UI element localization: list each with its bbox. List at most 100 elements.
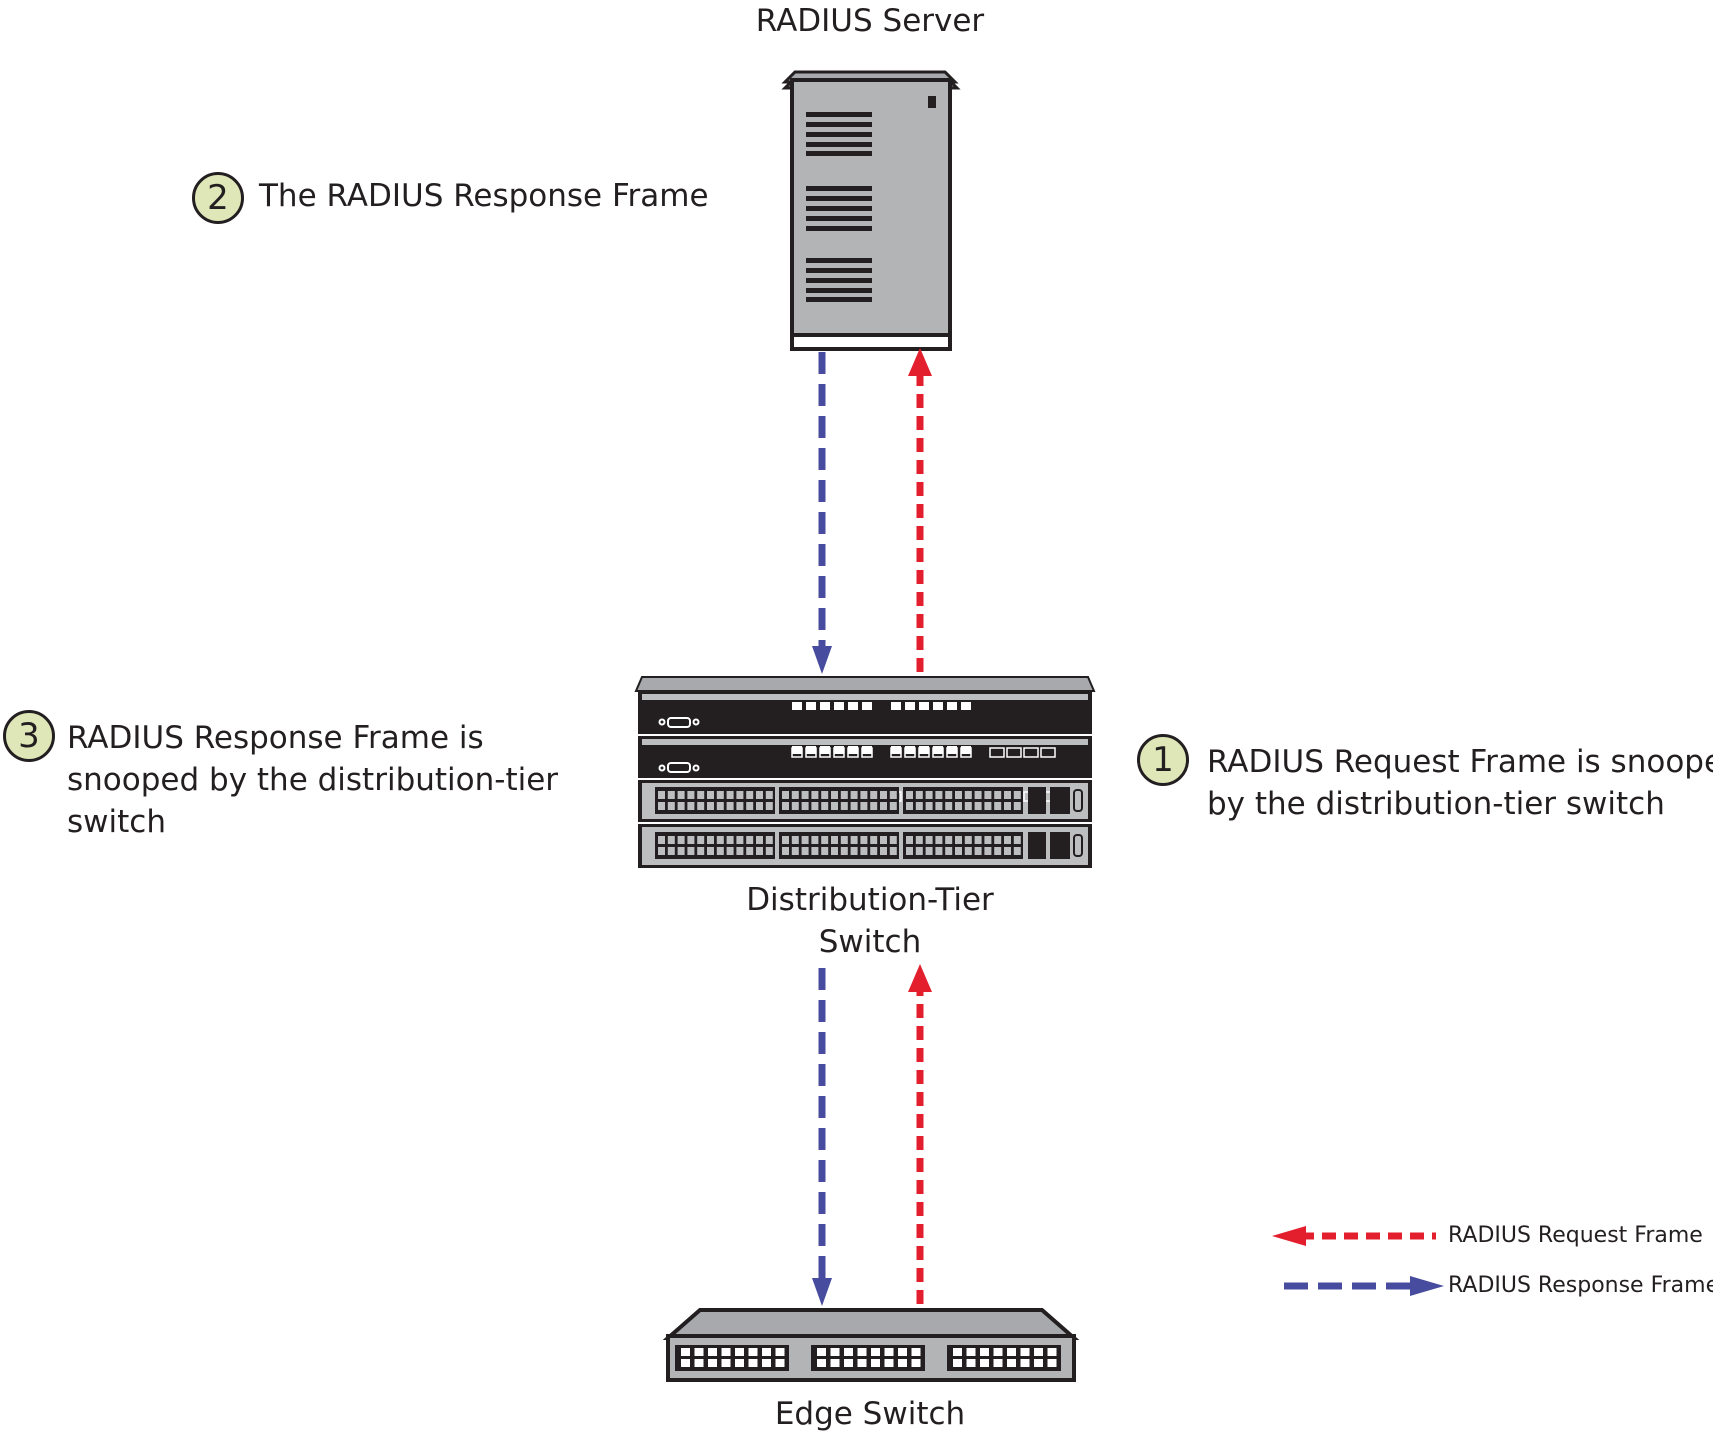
port [806,702,816,710]
port [801,836,809,844]
step-3-text: RADIUS Response Frame is snooped by the … [67,717,558,843]
port [880,791,887,799]
port [955,836,962,844]
port [935,802,943,810]
port [658,836,665,844]
port [791,791,799,799]
port [820,702,830,710]
port [1034,1348,1043,1356]
distribution-switch-label-line1: Distribution-Tier [746,882,994,918]
port [905,702,915,710]
port [1004,802,1011,810]
port [964,791,972,799]
port [955,802,962,810]
radius-server-icon [781,70,961,351]
port [735,1348,744,1356]
port [677,802,685,810]
console-port [1073,789,1083,812]
port [811,847,819,855]
port [891,746,901,754]
port [687,802,695,810]
port [947,746,957,754]
port [850,802,858,810]
port [726,847,734,855]
port [687,847,695,855]
port [935,847,943,855]
port [844,1359,853,1367]
port [736,836,744,844]
port [726,836,734,844]
port [667,847,675,855]
port [889,847,897,855]
port [830,1348,840,1356]
port [667,802,675,810]
port [721,1359,731,1367]
port [848,746,858,754]
port [667,836,675,844]
port [984,791,992,799]
step-3-line-3: switch [67,804,166,840]
port [792,702,802,710]
port [974,847,982,855]
port [919,746,929,754]
port [945,791,953,799]
port [898,1348,907,1356]
radius-server-label: RADIUS Server [755,3,985,39]
port-block [779,787,899,814]
port [905,746,915,754]
port [765,847,773,855]
port [906,836,913,844]
port [736,847,744,855]
port [716,791,724,799]
port-block [779,832,899,859]
port [792,746,802,754]
port [1004,836,1011,844]
port [775,1348,785,1356]
port [860,791,868,799]
port [721,1348,731,1356]
port [919,702,929,710]
port [1047,1359,1057,1367]
port [1013,791,1021,799]
port [884,1359,894,1367]
port [756,847,763,855]
port [880,847,887,855]
port [782,847,789,855]
port-block [655,832,775,859]
port [906,802,913,810]
port [935,791,943,799]
port [677,791,685,799]
uplink-block [1050,787,1070,814]
legend-request-label: RADIUS Request Frame [1448,1223,1703,1248]
port [857,1348,867,1356]
port [687,836,695,844]
port [1007,1348,1016,1356]
port [994,847,1002,855]
step-2-line-1: The RADIUS Response Frame [259,178,709,214]
port [994,802,1002,810]
port [993,1359,1003,1367]
port [708,1348,717,1356]
port [964,847,972,855]
port [806,746,816,754]
port [947,702,957,710]
port [736,802,744,810]
port [697,802,705,810]
port [801,847,809,855]
request-arrow-edge-to-distribution [908,964,932,1304]
legend-response-line [1284,1276,1444,1296]
port [880,836,887,844]
port [1047,1348,1057,1356]
port [1020,1348,1030,1356]
port [681,1359,690,1367]
port [831,791,838,799]
sfp-port [989,747,1005,758]
port [915,791,923,799]
port [848,702,858,710]
port [831,802,838,810]
port [762,1348,771,1356]
port [817,1348,826,1356]
port [964,836,972,844]
port [870,802,878,810]
port [857,1359,867,1367]
